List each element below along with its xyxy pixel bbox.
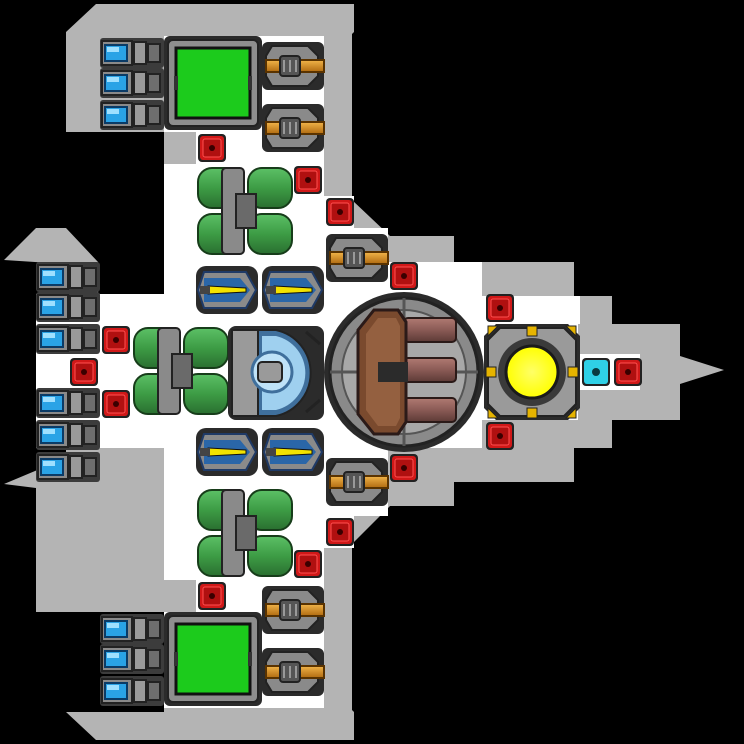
armor-block-icon[interactable] bbox=[485, 421, 515, 451]
brass-turret-icon[interactable] bbox=[261, 647, 325, 697]
armor-block-icon[interactable] bbox=[293, 165, 323, 195]
triple-cannon-icon[interactable] bbox=[324, 292, 484, 452]
thruster-bank-left-upper bbox=[35, 261, 101, 355]
armor-block-icon[interactable] bbox=[613, 357, 643, 387]
armor-block-icon[interactable] bbox=[101, 389, 131, 419]
thruster-icon[interactable] bbox=[35, 419, 101, 451]
thruster-bank-top bbox=[99, 37, 165, 131]
armor-block-icon[interactable] bbox=[101, 325, 131, 355]
cockpit-icon[interactable] bbox=[228, 326, 324, 420]
brass-turret-icon[interactable] bbox=[261, 41, 325, 91]
thruster-icon[interactable] bbox=[99, 99, 165, 131]
thruster-bank-bottom bbox=[99, 613, 165, 707]
brass-turret-icon[interactable] bbox=[325, 457, 389, 507]
armor-block-icon[interactable] bbox=[197, 133, 227, 163]
missile-launcher-icon[interactable] bbox=[195, 427, 259, 477]
thruster-icon[interactable] bbox=[35, 291, 101, 323]
thruster-icon[interactable] bbox=[99, 675, 165, 707]
thruster-icon[interactable] bbox=[35, 261, 101, 293]
armor-block-icon[interactable] bbox=[389, 261, 419, 291]
armor-block-icon[interactable] bbox=[325, 517, 355, 547]
armor-block-icon[interactable] bbox=[485, 293, 515, 323]
armor-block-icon[interactable] bbox=[325, 197, 355, 227]
sensor-icon[interactable] bbox=[582, 358, 610, 386]
brass-turret-icon[interactable] bbox=[325, 233, 389, 283]
armor-block-icon[interactable] bbox=[293, 549, 323, 579]
thruster-icon[interactable] bbox=[35, 387, 101, 419]
missile-launcher-icon[interactable] bbox=[195, 265, 259, 315]
green-screen-icon[interactable] bbox=[162, 34, 264, 132]
thruster-icon[interactable] bbox=[99, 613, 165, 645]
armor-block-icon[interactable] bbox=[197, 581, 227, 611]
thruster-bank-left-lower bbox=[35, 387, 101, 483]
thruster-icon[interactable] bbox=[35, 323, 101, 355]
armor-block-icon[interactable] bbox=[389, 453, 419, 483]
brass-turret-icon[interactable] bbox=[261, 585, 325, 635]
armor-block-icon[interactable] bbox=[69, 357, 99, 387]
thruster-icon[interactable] bbox=[35, 451, 101, 483]
thruster-icon[interactable] bbox=[99, 643, 165, 675]
missile-launcher-icon[interactable] bbox=[261, 427, 325, 477]
missile-launcher-icon[interactable] bbox=[261, 265, 325, 315]
green-screen-icon[interactable] bbox=[162, 610, 264, 708]
brass-turret-icon[interactable] bbox=[261, 103, 325, 153]
thruster-icon[interactable] bbox=[99, 67, 165, 99]
thruster-icon[interactable] bbox=[99, 37, 165, 69]
reactor-core-icon[interactable] bbox=[484, 324, 580, 420]
